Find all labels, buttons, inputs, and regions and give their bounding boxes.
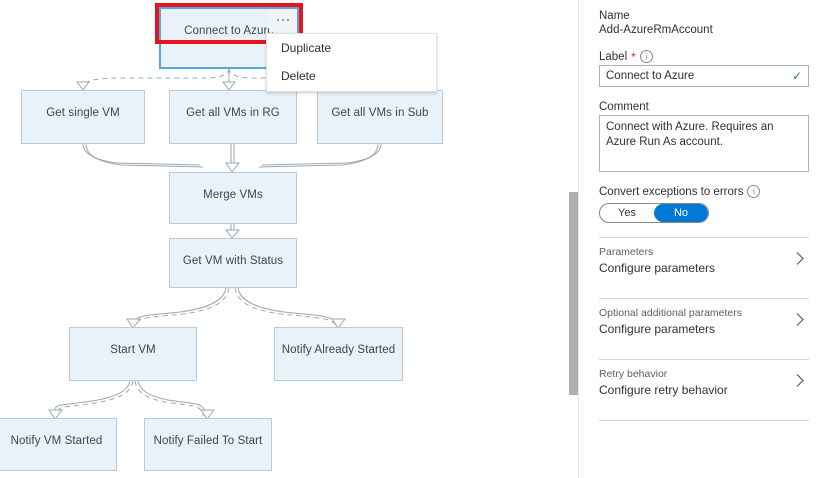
name-label-text: Name — [599, 10, 630, 22]
workflow-node-get-all-vms-sub[interactable]: Get all VMs in Sub — [317, 90, 443, 144]
convert-exceptions-label-text: Convert exceptions to errors — [599, 185, 744, 198]
section-retry-behavior[interactable]: Retry behavior Configure retry behavior — [599, 360, 809, 406]
label-input-value: Connect to Azure — [606, 70, 695, 82]
workflow-node-label: Notify VM Started — [10, 435, 103, 447]
divider — [599, 420, 809, 421]
workflow-node-notify-failed-to-start[interactable]: Notify Failed To Start — [144, 418, 272, 471]
workflow-node-get-vm-with-status[interactable]: Get VM with Status — [169, 238, 297, 288]
chevron-right-icon — [795, 251, 805, 272]
label-label-text: Label — [599, 50, 628, 63]
convert-exceptions-toggle[interactable]: Yes No — [599, 203, 709, 223]
divider — [599, 237, 809, 238]
required-asterisk: * — [631, 49, 636, 64]
pane-splitter[interactable] — [578, 0, 579, 478]
chevron-right-icon — [795, 312, 805, 333]
section-parameters-label: Configure parameters — [599, 261, 716, 275]
section-optional-parameters-label: Configure parameters — [599, 322, 716, 336]
toggle-option-yes[interactable]: Yes — [618, 207, 636, 219]
label-input[interactable]: Connect to Azure ✓ — [599, 65, 809, 87]
workflow-node-start-vm[interactable]: Start VM — [69, 327, 197, 381]
info-icon[interactable]: i — [747, 185, 761, 198]
name-label: Name — [599, 10, 804, 22]
workflow-node-notify-already-started[interactable]: Notify Already Started — [274, 327, 403, 381]
convert-exceptions-label: Convert exceptions to errors i — [599, 185, 804, 198]
workflow-node-label: Start VM — [110, 344, 156, 356]
canvas-scrollbar-thumb[interactable] — [569, 192, 578, 395]
context-menu-item-duplicate[interactable]: Duplicate — [281, 41, 332, 55]
ellipsis-icon[interactable] — [269, 9, 297, 31]
workflow-node-notify-vm-started[interactable]: Notify VM Started — [0, 418, 117, 471]
chevron-right-icon — [795, 373, 805, 394]
section-parameters[interactable]: Parameters Configure parameters — [599, 238, 809, 284]
divider — [599, 298, 809, 299]
section-parameters-sublabel: Parameters — [599, 246, 654, 258]
divider — [599, 359, 809, 360]
section-retry-behavior-label: Configure retry behavior — [599, 383, 728, 397]
info-icon[interactable]: i — [639, 50, 653, 63]
convert-exceptions-row: Convert exceptions to errors i Yes No — [599, 185, 804, 223]
section-optional-parameters-sublabel: Optional additional parameters — [599, 307, 743, 319]
section-optional-parameters[interactable]: Optional additional parameters Configure… — [599, 299, 809, 345]
label-field-label: Label * i — [599, 50, 804, 63]
workflow-node-label: Merge VMs — [203, 189, 263, 201]
workflow-node-label: Connect to Azure — [184, 25, 274, 37]
workflow-node-label: Get all VMs in RG — [186, 107, 280, 119]
section-retry-behavior-sublabel: Retry behavior — [599, 368, 668, 380]
name-value: Add-AzureRmAccount — [599, 24, 713, 36]
context-menu-item-delete[interactable]: Delete — [281, 69, 316, 83]
comment-label-text: Comment — [599, 101, 649, 113]
checkmark-icon: ✓ — [791, 69, 802, 83]
workflow-node-label: Get VM with Status — [182, 255, 284, 267]
comment-label: Comment — [599, 101, 804, 113]
properties-pane: Name Add-AzureRmAccount Label * i Connec… — [579, 0, 822, 478]
workflow-node-get-all-vms-rg[interactable]: Get all VMs in RG — [169, 90, 297, 144]
workflow-node-get-single-vm[interactable]: Get single VM — [21, 90, 145, 144]
workflow-node-label: Notify Failed To Start — [153, 435, 263, 447]
workflow-node-merge-vms[interactable]: Merge VMs — [169, 172, 297, 224]
workflow-node-label: Notify Already Started — [281, 344, 396, 356]
workflow-node-label: Get all VMs in Sub — [331, 107, 429, 119]
workflow-node-label: Get single VM — [46, 107, 120, 119]
comment-textarea[interactable]: Connect with Azure. Requires an Azure Ru… — [599, 115, 809, 172]
toggle-option-no[interactable]: No — [654, 204, 708, 222]
node-context-menu[interactable]: Duplicate Delete — [266, 33, 437, 92]
